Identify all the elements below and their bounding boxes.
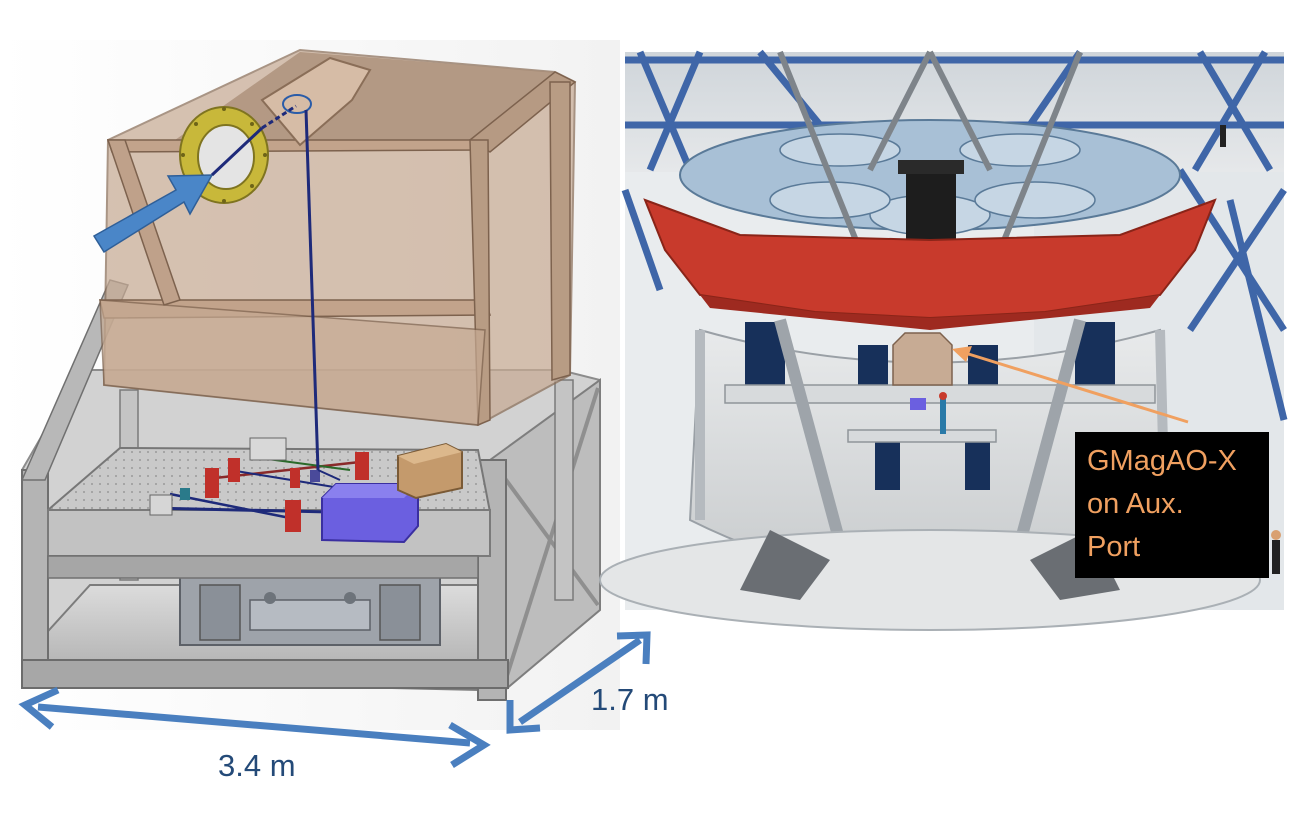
depth-dimension-arrow (506, 631, 651, 734)
callout-box: GMagAO-X on Aux. Port (1075, 432, 1269, 578)
vibration-isolation-stage (179, 574, 441, 646)
width-dimension-label: 3.4 m (218, 748, 296, 783)
human-figure (1220, 125, 1281, 574)
beam-path (261, 104, 341, 481)
electronics-box (397, 442, 463, 500)
callout-arrow (952, 346, 1189, 424)
telescope-rendering (599, 49, 1288, 631)
callout-line: on Aux. (1087, 488, 1184, 520)
width-dimension-arrow (18, 686, 491, 768)
camera-enclosure (321, 483, 419, 544)
optical-table (47, 437, 492, 579)
arrow-icon (92, 126, 264, 254)
mirror-cell (643, 198, 1217, 330)
optical-bench-components (149, 437, 369, 532)
depth-dimension-label: 1.7 m (591, 682, 669, 717)
callout-line: Port (1087, 531, 1141, 563)
instrument-cad-model (0, 40, 620, 730)
aux-port-instrument (892, 332, 953, 434)
callout-line: GMagAO-X (1087, 445, 1237, 477)
